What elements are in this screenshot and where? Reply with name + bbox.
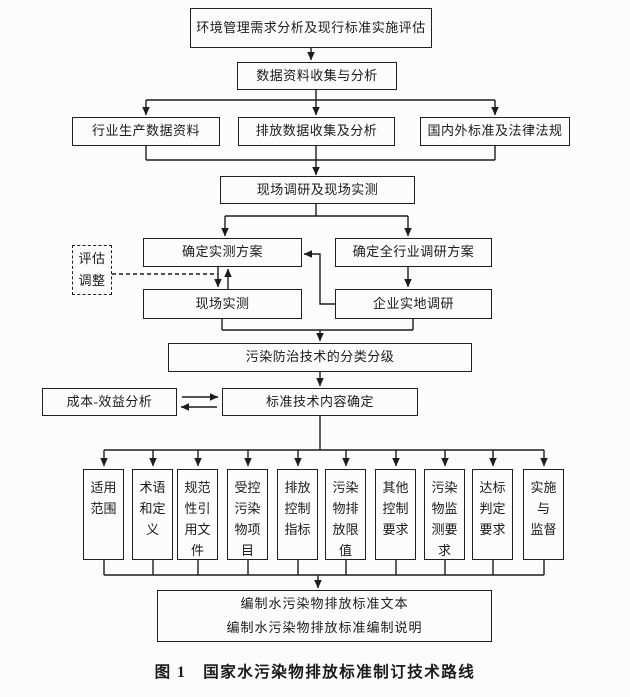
node-terms-definitions: 术语 和定 义: [132, 469, 173, 560]
node-measurement-plan: 确定实测方案: [143, 238, 302, 267]
node-standard-output: 编制水污染物排放标准文本 编制水污染物排放标准编制说明: [157, 590, 492, 642]
node-controlled-pollutant-items: 受控 污染 物项 目: [227, 469, 268, 560]
node-env-management-analysis: 环境管理需求分析及现行标准实施评估: [190, 8, 432, 48]
node-cost-benefit-analysis: 成本-效益分析: [42, 388, 177, 416]
node-other-control-requirements: 其他 控制 要求: [375, 469, 416, 560]
connector-group: [100, 48, 548, 589]
output-text-line: 编制水污染物排放标准编制说明: [226, 620, 423, 635]
node-pollutant-emission-limits: 污染 物排 放限 值: [325, 469, 366, 560]
node-industry-production-data: 行业生产数据资料: [72, 117, 220, 146]
node-evaluate-adjust: 评估 调整: [72, 245, 112, 295]
node-data-collection: 数据资料收集与分析: [237, 62, 397, 90]
node-pollutant-monitoring-requirements: 污染 物监 测要 求: [424, 469, 465, 560]
node-standards-laws: 国内外标准及法律法规: [420, 117, 570, 146]
figure-caption: 图 1 国家水污染物排放标准制订技术路线: [154, 664, 476, 681]
node-emission-control-indicators: 排放 控制 指标: [277, 469, 318, 560]
node-industry-survey-plan: 确定全行业调研方案: [335, 238, 492, 267]
node-implementation-supervision: 实施 与 监督: [523, 469, 564, 560]
node-emission-data: 排放数据收集及分析: [238, 117, 395, 146]
node-field-measurement: 现场实测: [143, 289, 302, 319]
node-pollution-tech-classification: 污染防治技术的分类分级: [168, 343, 472, 372]
node-applicable-scope: 适用 范围: [83, 469, 124, 560]
node-field-survey: 现场调研及现场实测: [220, 176, 415, 204]
node-standard-tech-content: 标准技术内容确定: [222, 388, 418, 416]
node-enterprise-site-survey: 企业实地调研: [335, 289, 492, 319]
output-text-line: 编制水污染物排放标准文本: [240, 596, 409, 611]
node-normative-references: 规范 性引 用文 件: [177, 469, 218, 560]
node-compliance-determination-requirements: 达标 判定 要求: [472, 469, 513, 560]
